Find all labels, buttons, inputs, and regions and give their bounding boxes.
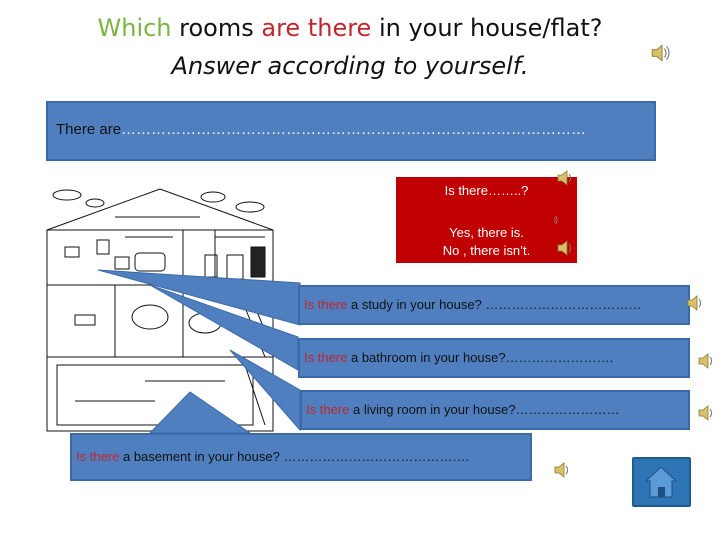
page-subtitle: Answer according to yourself. [171,52,529,80]
speaker-icon[interactable] [545,213,559,227]
title-word-rooms: rooms [171,14,262,42]
home-button[interactable] [632,457,691,507]
question-study: Is there a study in your house? ……………………… [298,285,690,325]
there-are-dots: ………………………………………………………………………………… [121,121,587,138]
question-prefix: Is there [306,402,350,417]
speaker-icon[interactable] [556,238,576,258]
answer-question-pattern: Is there……..? [444,183,529,198]
there-are-label: There are [56,121,122,138]
title-word-are-there: are there [261,14,372,42]
answer-no: No , there isn’t. [442,243,531,258]
home-icon [644,466,678,498]
question-bathroom: Is there a bathroom in your house?………………… [298,338,690,378]
speaker-icon[interactable] [697,403,717,423]
speaker-icon[interactable] [556,168,576,188]
question-prefix: Is there [304,297,348,312]
speaker-icon[interactable] [553,460,573,480]
question-text: a study in your house? ……………………………… [347,297,642,312]
speaker-icon[interactable] [650,42,672,64]
question-text: a basement in your house? ……………………………………… [119,449,470,464]
question-text: a bathroom in your house?……………………. [347,350,614,365]
question-prefix: Is there [76,449,120,464]
speaker-icon[interactable] [686,293,706,313]
title-rest: in your house/flat? [371,14,603,42]
answer-yes: Yes, there is. [449,225,524,240]
answer-pattern-box: Is there……..? Yes, there is. No , there … [396,177,577,263]
page-title: Which rooms are there in your house/flat… [40,12,660,44]
title-word-which: Which [97,14,172,42]
speaker-icon[interactable] [697,351,717,371]
question-prefix: Is there [304,350,348,365]
question-living-room: Is there a living room in your house?………… [300,390,690,430]
question-text: a living room in your house?…………………… [349,402,620,417]
question-basement: Is there a basement in your house? ……………… [70,433,532,481]
there-are-box: There are………………………………………………………………………………… [46,101,656,161]
